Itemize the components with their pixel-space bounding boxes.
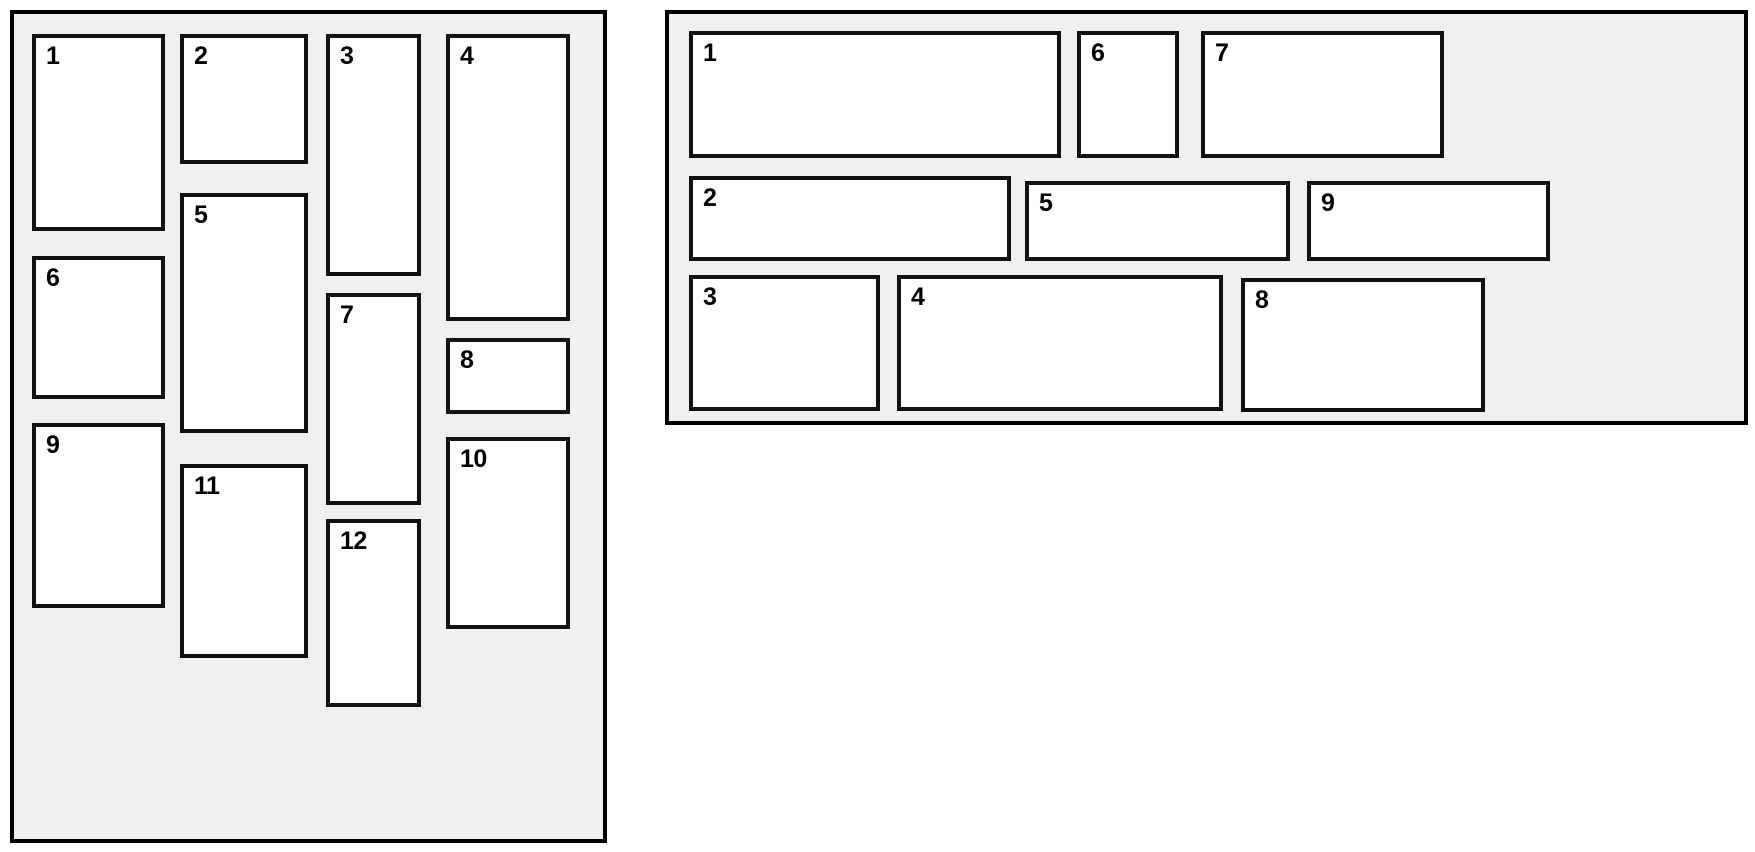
- layout-box[interactable]: 8: [1241, 278, 1485, 412]
- layout-box-label: 7: [340, 301, 354, 329]
- layout-box-label: 6: [1091, 39, 1105, 67]
- layout-box[interactable]: 9: [32, 423, 165, 608]
- layout-box-label: 3: [340, 42, 354, 70]
- layout-box[interactable]: 7: [1201, 31, 1444, 158]
- layout-box-label: 1: [46, 42, 60, 70]
- layout-box[interactable]: 5: [180, 193, 308, 433]
- layout-box[interactable]: 10: [446, 437, 570, 629]
- layout-box[interactable]: 1: [32, 34, 165, 231]
- layout-box-label: 8: [460, 346, 474, 374]
- layout-box[interactable]: 7: [326, 293, 421, 505]
- layout-box[interactable]: 2: [180, 34, 308, 164]
- layout-box-label: 10: [460, 445, 487, 473]
- layout-box-label: 7: [1215, 39, 1229, 67]
- layout-box[interactable]: 8: [446, 338, 570, 414]
- layout-box-label: 2: [194, 42, 208, 70]
- layout-box-label: 4: [460, 42, 474, 70]
- layout-box[interactable]: 2: [689, 176, 1011, 261]
- layout-box-label: 5: [194, 201, 208, 229]
- layout-box-label: 9: [1321, 189, 1335, 217]
- layout-box[interactable]: 4: [897, 275, 1223, 411]
- layout-box[interactable]: 1: [689, 31, 1061, 158]
- layout-box-label: 5: [1039, 189, 1053, 217]
- layout-box[interactable]: 11: [180, 464, 308, 658]
- layout-box[interactable]: 12: [326, 519, 421, 707]
- layout-box-label: 2: [703, 184, 717, 212]
- layout-box-label: 6: [46, 264, 60, 292]
- right-panel: 1 6 7 2 5 9 3 4 8: [665, 10, 1748, 425]
- layout-box-label: 8: [1255, 286, 1269, 314]
- layout-box[interactable]: 6: [1077, 31, 1179, 158]
- layout-box-label: 11: [194, 472, 220, 500]
- layout-box-label: 1: [703, 39, 717, 67]
- layout-box-label: 9: [46, 431, 60, 459]
- layout-box[interactable]: 9: [1307, 181, 1550, 261]
- layout-box[interactable]: 4: [446, 34, 570, 321]
- layout-box[interactable]: 6: [32, 256, 165, 399]
- layout-box[interactable]: 3: [689, 275, 880, 411]
- layout-box[interactable]: 5: [1025, 181, 1290, 261]
- layout-box-label: 12: [340, 527, 367, 555]
- layout-box-label: 4: [911, 283, 925, 311]
- layout-box-label: 3: [703, 283, 717, 311]
- layout-box[interactable]: 3: [326, 34, 421, 276]
